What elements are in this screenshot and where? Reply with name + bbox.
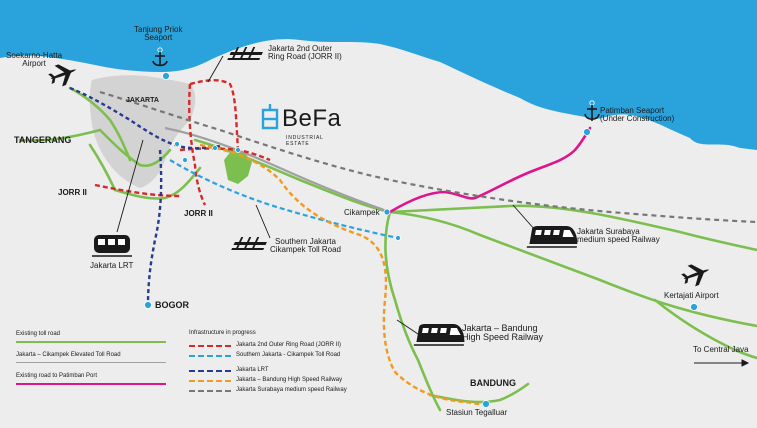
- legend-lrt-label: Jakarta LRT: [236, 367, 269, 373]
- lrt-train-icon: [92, 235, 132, 257]
- tangerang-label: TANGERANG: [14, 135, 72, 145]
- jorr2-left-label: JORR II: [58, 188, 87, 197]
- road-icon: [227, 47, 263, 60]
- station-dot: [174, 141, 180, 147]
- jorr2-bottom-label: JORR II: [184, 209, 213, 218]
- hsr-route: [199, 143, 487, 406]
- bogor-marker[interactable]: [144, 301, 152, 309]
- cikampek-label: Cikampek: [344, 208, 380, 217]
- station-dot: [182, 157, 188, 163]
- anchor-icon: [152, 47, 168, 67]
- jakarta-label: JAKARTA: [126, 97, 159, 104]
- legend-elevated-toll-swatch: [16, 362, 166, 363]
- legend-jorr2-label: Jakarta 2nd Outer Ring Road (JORR II): [236, 342, 342, 348]
- southern-cikampek-toll: [169, 159, 399, 240]
- central-java-arrow: [694, 359, 750, 367]
- legend-existing-toll-swatch: [16, 341, 166, 343]
- elevated-toll-road: [164, 126, 391, 214]
- hsr-train-icon: [413, 324, 465, 346]
- java-sea: [0, 0, 757, 150]
- existing-toll-roads: [18, 86, 757, 412]
- central-java-label: To Central Java: [693, 345, 749, 354]
- kertajati-label: Kertajati Airport: [664, 291, 719, 300]
- kertajati-marker[interactable]: [690, 303, 698, 311]
- cikampek-marker[interactable]: [383, 208, 391, 216]
- legend-southern-toll-label: Southern Jakarta - Cikampek Toll Road: [236, 352, 341, 358]
- station-dot: [395, 235, 401, 241]
- legend-hsr-swatch: [189, 380, 231, 382]
- msr-train-icon: [526, 226, 578, 248]
- lrt-callout: Jakarta LRT: [90, 261, 134, 270]
- jakarta-lrt: [69, 86, 221, 306]
- legend-lrt-swatch: [189, 370, 231, 372]
- tanjung-priok-marker[interactable]: [162, 72, 170, 80]
- brand-sub-1: INDUSTRIAL: [286, 135, 324, 141]
- patimban-marker[interactable]: [583, 128, 591, 136]
- legend-patimban-road-swatch: [16, 383, 166, 385]
- jakarta-area: [89, 75, 196, 188]
- bogor-label: BOGOR: [155, 300, 190, 310]
- road-icon: [231, 237, 267, 250]
- anchor-icon: [584, 100, 600, 121]
- brand-sub-2: ESTATE: [286, 141, 310, 147]
- legend-jorr2-swatch: [189, 345, 231, 347]
- legend-msr-swatch: [189, 390, 231, 392]
- legend-elevated-toll-label: Jakarta – Cikampek Elevated Toll Road: [16, 352, 121, 358]
- callout-leaders: [116, 55, 536, 335]
- patimban-label: Patimban Seaport(Under Construction): [600, 106, 675, 124]
- bandung-label: BANDUNG: [470, 378, 516, 388]
- brand-name: BeFa: [282, 105, 342, 132]
- station-dot: [212, 145, 218, 151]
- msr-route: [99, 90, 757, 224]
- tegalluar-marker[interactable]: [482, 400, 490, 408]
- befa-logo-icon: [261, 104, 279, 130]
- airplane-icon: [681, 264, 710, 287]
- station-dot: [235, 147, 241, 153]
- legend-existing-toll-label: Existing toll road: [16, 331, 61, 337]
- legend-patimban-road-label: Existing road to Patimban Port: [16, 373, 98, 379]
- tegalluar-label: Stasiun Tegalluar: [446, 408, 508, 417]
- legend-msr-label: Jakarta Surabaya medium speed Railway: [236, 387, 347, 393]
- legend-in-progress-title: Infrastructure in progress: [189, 330, 256, 336]
- legend-southern-toll-swatch: [189, 355, 231, 357]
- patimban-road: [388, 126, 592, 214]
- airplane-icon: [48, 64, 77, 87]
- legend-hsr-label: Jakarta – Bandung High Speed Railway: [236, 377, 343, 383]
